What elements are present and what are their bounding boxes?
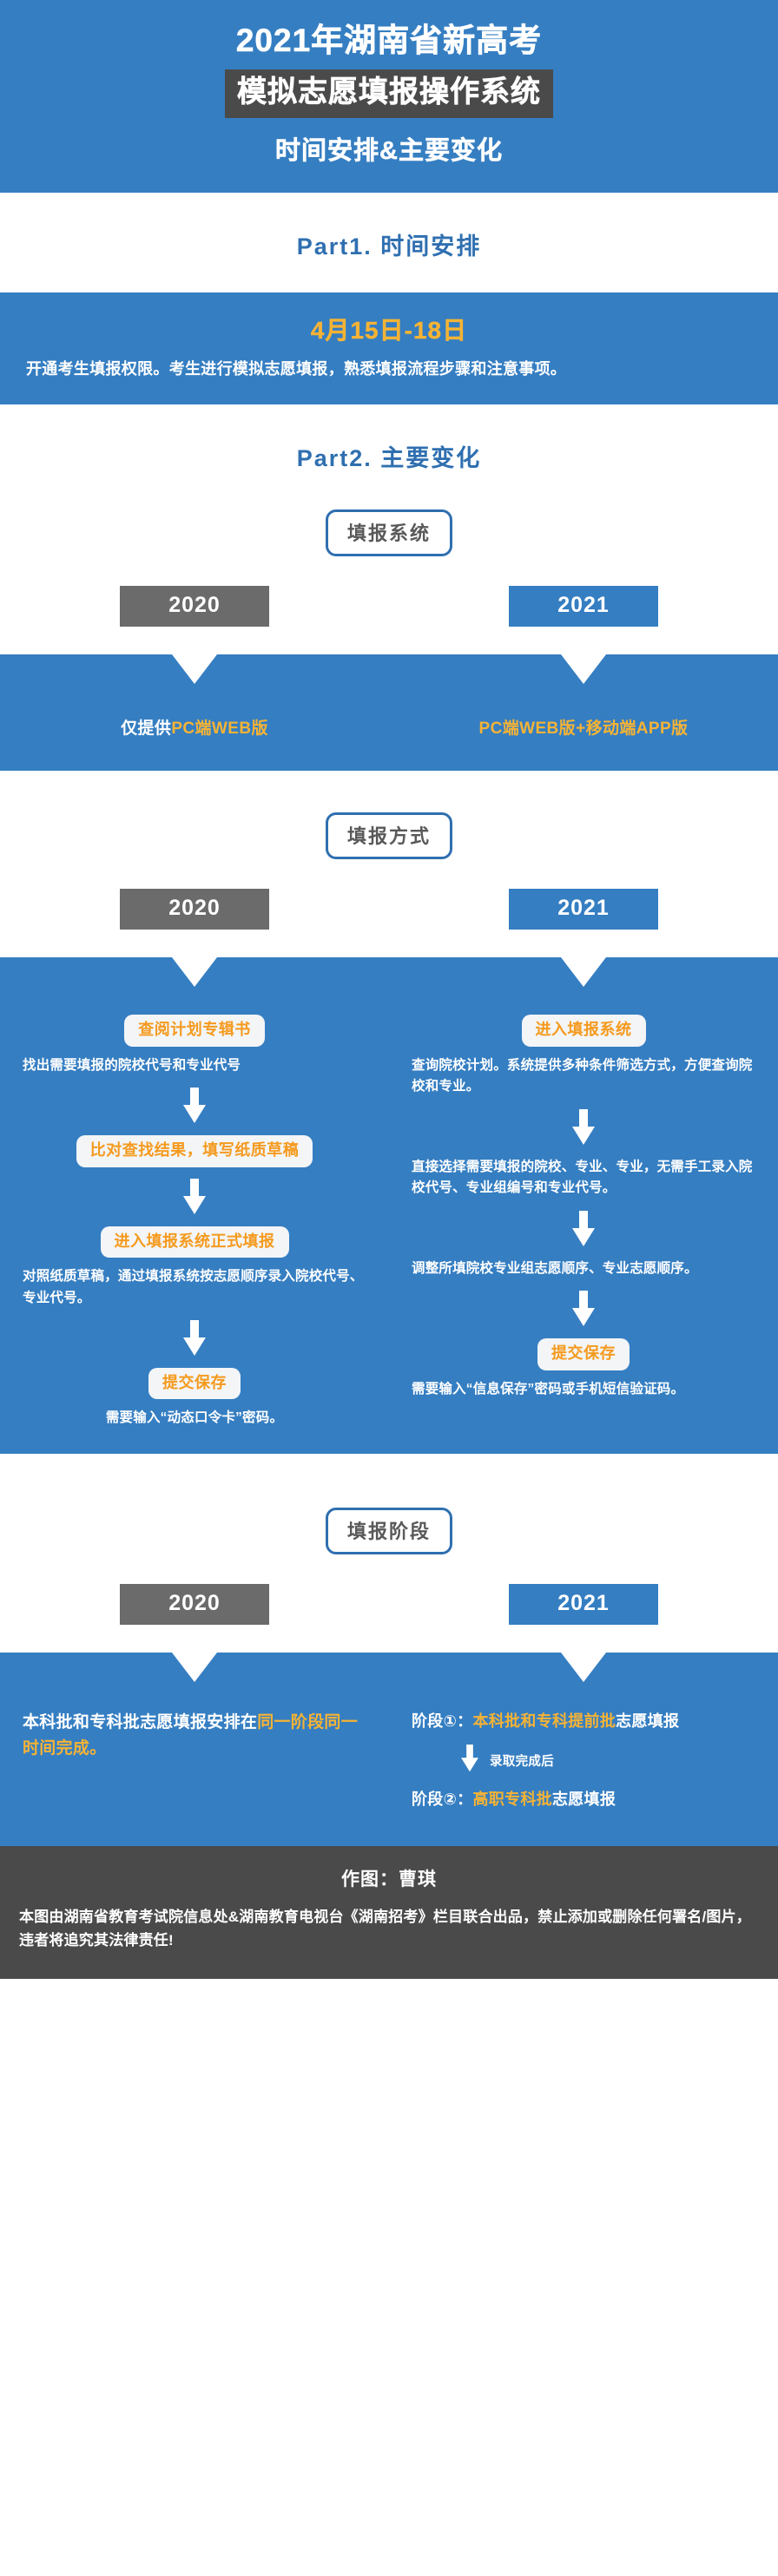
- system-old-prefix: 仅提供: [121, 719, 172, 738]
- comparison-col-new-system: PC端WEB版+移动端APP版: [389, 654, 778, 772]
- part1-panel: 4月15日-18日 开通考生填报权限。考生进行模拟志愿填报，熟悉填报流程步骤和注…: [0, 292, 778, 404]
- year-col-new-method: 2021: [389, 889, 778, 930]
- method-old-step1-desc: 找出需要填报的院校代号和专业代号: [23, 1057, 241, 1073]
- method-old-step2-pill: 比对查找结果，填写纸质草稿: [76, 1135, 313, 1167]
- footer-copyright-note: 本图由湖南省教育考试院信息处&湖南教育电视台《湖南招考》栏目联合出品，禁止添加或…: [19, 1908, 751, 1949]
- method-old-step4-desc: 需要输入“动态口令卡”密码。: [105, 1410, 284, 1426]
- method-flow-new: 进入填报系统 查询院校计划。系统提供多种条件筛选方式，方便查询院校和专业。 直接…: [389, 957, 778, 1454]
- arrow-down-icon: [569, 1210, 598, 1247]
- part1-title: Part1. 时间安排: [0, 192, 778, 292]
- system-new-highlight: PC端WEB版+移动端APP版: [478, 719, 689, 738]
- part1-body: 开通考生填报权限。考生进行模拟志愿填报，熟悉填报流程步骤和注意事项。: [26, 359, 567, 378]
- system-old-text: 仅提供PC端WEB版: [23, 717, 366, 742]
- year-bar-row-system: 2020 2021: [0, 555, 778, 627]
- page-footer: 作图：曹琪 本图由湖南省教育考试院信息处&湖南教育电视台《湖南招考》栏目联合出品…: [0, 1845, 778, 1979]
- method-new-step1-pill: 进入填报系统: [521, 1015, 646, 1047]
- method-new-step4-desc: 需要输入“信息保存”密码或手机短信验证码。: [412, 1381, 685, 1396]
- section-pill-wrap-stage: 填报阶段: [0, 1502, 778, 1554]
- year-col-new-stage: 2021: [389, 1583, 778, 1625]
- stage-connector-row: 录取完成后: [458, 1744, 755, 1778]
- stage-new-item2: 阶段②：高职专科批志愿填报: [412, 1788, 755, 1811]
- arrow-down-icon: [180, 1178, 209, 1215]
- section-pill-system: 填报系统: [325, 509, 452, 556]
- year-box-2020-system: 2020: [120, 585, 269, 627]
- year-box-2021-system: 2021: [509, 585, 658, 627]
- stage-col-old: 本科批和专科批志愿填报安排在同一阶段同一时间完成。: [0, 1653, 389, 1846]
- footer-author: 作图：曹琪: [341, 1869, 437, 1889]
- stage-new-item2-label: 阶段②：: [412, 1790, 473, 1808]
- spacer-after-system: [0, 771, 778, 808]
- year-box-2020-method: 2020: [120, 889, 269, 930]
- arrow-down-icon: [180, 1088, 209, 1124]
- stage-col-new: 阶段①：本科批和专科提前批志愿填报 录取完成后 阶段②：高职专科批志愿填报: [389, 1653, 778, 1846]
- notch-down-icon-left-stage: [172, 1652, 217, 1682]
- header-subtitle: 时间安排&主要变化: [275, 136, 503, 165]
- section-pill-stage: 填报阶段: [325, 1507, 452, 1554]
- arrow-down-icon: [569, 1108, 598, 1146]
- page-header: 2021年湖南省新高考 模拟志愿填报操作系统 时间安排&主要变化: [0, 0, 778, 193]
- stage-new-item1: 阶段①：本科批和专科提前批志愿填报: [412, 1710, 755, 1733]
- method-old-step3-desc: 对照纸质草稿，通过填报系统按志愿顺序录入院校代号、专业代号。: [23, 1269, 364, 1305]
- stage-new-item1-tail: 志愿填报: [616, 1712, 680, 1730]
- method-old-step3-pill: 进入填报系统正式填报: [100, 1226, 289, 1258]
- comparison-col-old-system: 仅提供PC端WEB版: [0, 654, 389, 772]
- arrow-down-icon: [180, 1320, 209, 1357]
- method-old-step1-pill: 查阅计划专辑书: [124, 1015, 265, 1047]
- section-pill-wrap-method: 填报方式: [0, 807, 778, 860]
- stage-old-part2: 同一阶段同一时间完成。: [23, 1712, 359, 1758]
- comparison-band-system: 仅提供PC端WEB版 PC端WEB版+移动端APP版: [0, 654, 778, 772]
- comparison-band-method: 查阅计划专辑书 找出需要填报的院校代号和专业代号 比对查找结果，填写纸质草稿 进…: [0, 957, 778, 1454]
- year-box-2021-method: 2021: [509, 889, 658, 930]
- notch-down-icon-right-method: [561, 957, 606, 988]
- stage-connector-label: 录取完成后: [490, 1754, 554, 1769]
- part1-date: 4月15日-18日: [310, 316, 468, 344]
- comparison-band-stage: 本科批和专科批志愿填报安排在同一阶段同一时间完成。 阶段①：本科批和专科提前批志…: [0, 1652, 778, 1846]
- year-col-old-method: 2020: [0, 889, 389, 930]
- system-new-text: PC端WEB版+移动端APP版: [412, 717, 755, 742]
- stage-new-item2-tail: 志愿填报: [551, 1790, 616, 1808]
- spacer-after-method: [0, 1453, 778, 1502]
- year-col-old-stage: 2020: [0, 1583, 389, 1625]
- header-title-line2-wrap: 模拟志愿填报操作系统: [0, 69, 778, 118]
- system-old-highlight: PC端WEB版: [171, 719, 268, 738]
- method-new-step2-desc: 直接选择需要填报的院校、专业、专业，无需手工录入院校代号、专业组编号和专业代号。: [412, 1159, 753, 1196]
- stage-new-item1-label: 阶段①：: [412, 1712, 473, 1730]
- stage-new-item2-highlight: 高职专科批: [472, 1790, 552, 1808]
- section-pill-method: 填报方式: [325, 812, 452, 860]
- arrow-down-icon: [569, 1291, 598, 1327]
- year-bar-row-method: 2020 2021: [0, 859, 778, 930]
- method-new-step3-desc: 调整所填院校专业组志愿顺序、专业志愿顺序。: [412, 1260, 698, 1276]
- year-bar-row-stage: 2020 2021: [0, 1554, 778, 1625]
- notch-down-icon-right-stage: [561, 1652, 606, 1682]
- year-box-2020-stage: 2020: [120, 1583, 269, 1625]
- header-title-line2: 模拟志愿填报操作系统: [225, 69, 553, 118]
- stage-old-text: 本科批和专科批志愿填报安排在同一阶段同一时间完成。: [23, 1710, 366, 1763]
- year-col-new-system: 2021: [389, 585, 778, 627]
- stage-new-item1-highlight: 本科批和专科提前批: [472, 1712, 616, 1730]
- year-box-2021-stage: 2021: [509, 1583, 658, 1625]
- notch-down-icon-left-system: [172, 654, 217, 684]
- method-old-step4-pill: 提交保存: [148, 1368, 241, 1400]
- notch-down-icon-right-system: [561, 654, 606, 684]
- notch-down-icon-left-method: [172, 957, 217, 988]
- method-new-step4-pill: 提交保存: [537, 1338, 630, 1370]
- method-new-step1-desc: 查询院校计划。系统提供多种条件筛选方式，方便查询院校和专业。: [412, 1057, 753, 1094]
- arrow-down-icon: [458, 1744, 481, 1778]
- header-title-line1: 2021年湖南省新高考: [235, 23, 543, 59]
- section-pill-wrap-system: 填报系统: [0, 503, 778, 556]
- method-flow-old: 查阅计划专辑书 找出需要填报的院校代号和专业代号 比对查找结果，填写纸质草稿 进…: [0, 957, 389, 1454]
- year-col-old-system: 2020: [0, 585, 389, 627]
- stage-old-part1: 本科批和专科批志愿填报安排在: [23, 1712, 258, 1732]
- part2-title: Part2. 主要变化: [0, 404, 778, 504]
